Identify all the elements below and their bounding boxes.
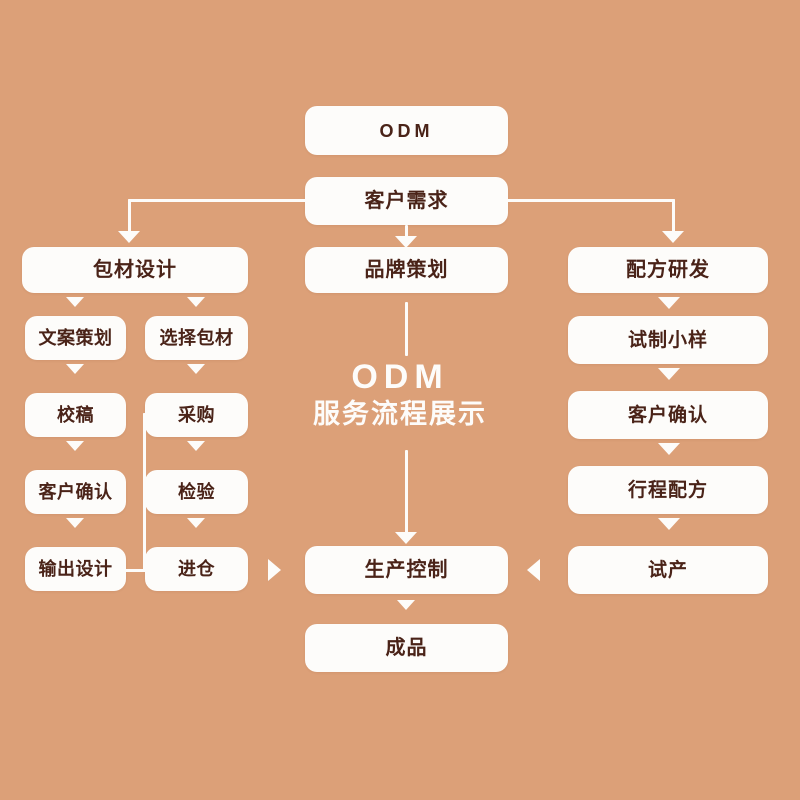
arrowhead-right-3 <box>658 518 680 530</box>
arrowhead-left-a-2 <box>66 518 84 528</box>
node-right-3[interactable]: 行程配方 <box>568 466 768 514</box>
node-odm-root[interactable]: ODM <box>305 106 508 155</box>
node-left-a-2[interactable]: 客户确认 <box>25 470 126 514</box>
node-right-2[interactable]: 客户确认 <box>568 391 768 439</box>
node-production-control[interactable]: 生产控制 <box>305 546 508 594</box>
arrowhead-production-to-finished <box>397 600 415 610</box>
arrowhead-center-to-production <box>395 532 417 544</box>
arrowhead-left-to-production <box>268 559 281 581</box>
connector-left-drop <box>128 199 131 233</box>
arrowhead-to-copywriting <box>66 297 84 307</box>
arrowhead-left-branch <box>118 231 140 243</box>
arrowhead-center-branch <box>395 236 417 248</box>
node-left-a-0[interactable]: 文案策划 <box>25 316 126 360</box>
connector-output-to-purchase-bottom <box>123 569 146 572</box>
node-brand-planning[interactable]: 品牌策划 <box>305 247 508 293</box>
arrowhead-left-a-1 <box>66 441 84 451</box>
node-left-b-2[interactable]: 检验 <box>145 470 248 514</box>
connector-requirement-to-right <box>505 199 675 202</box>
connector-requirement-to-center <box>405 225 408 239</box>
arrowhead-right-1 <box>658 368 680 380</box>
node-finished-product[interactable]: 成品 <box>305 624 508 672</box>
arrowhead-right-to-production <box>527 559 540 581</box>
arrowhead-right-0 <box>658 297 680 309</box>
node-right-1[interactable]: 试制小样 <box>568 316 768 364</box>
node-formula-rd[interactable]: 配方研发 <box>568 247 768 293</box>
arrowhead-right-2 <box>658 443 680 455</box>
node-customer-requirement[interactable]: 客户需求 <box>305 177 508 225</box>
node-package-design[interactable]: 包材设计 <box>22 247 248 293</box>
node-left-a-1[interactable]: 校稿 <box>25 393 126 437</box>
arrowhead-left-b-2 <box>187 518 205 528</box>
node-left-a-3[interactable]: 输出设计 <box>25 547 126 591</box>
connector-output-to-purchase-riser <box>143 413 146 571</box>
connector-center-lower <box>405 450 408 534</box>
connector-center-upper <box>405 302 408 356</box>
connector-right-drop <box>672 199 675 233</box>
connector-output-to-purchase-top <box>143 413 157 416</box>
arrowhead-left-b-0 <box>187 364 205 374</box>
arrowhead-left-b-1 <box>187 441 205 451</box>
node-left-b-0[interactable]: 选择包材 <box>145 316 248 360</box>
arrowhead-output-to-purchase <box>155 408 163 420</box>
node-right-4[interactable]: 试产 <box>568 546 768 594</box>
connector-requirement-to-left <box>128 199 308 202</box>
arrowhead-right-branch <box>662 231 684 243</box>
arrowhead-left-a-0 <box>66 364 84 374</box>
node-left-b-3[interactable]: 进仓 <box>145 547 248 591</box>
arrowhead-to-select-package <box>187 297 205 307</box>
